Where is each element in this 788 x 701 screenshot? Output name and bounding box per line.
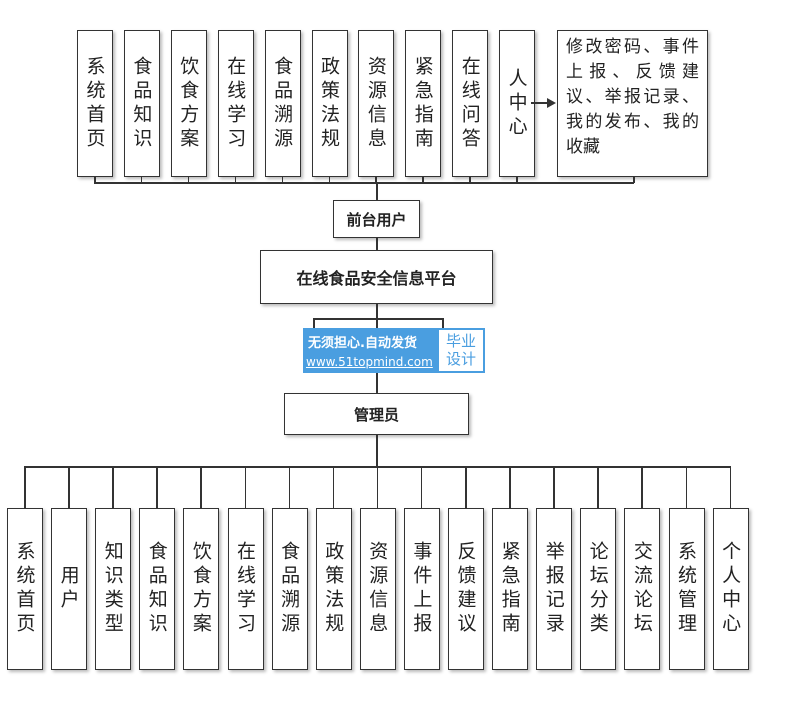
connector [200, 466, 202, 508]
front-module-box: 在线问答 [452, 30, 489, 177]
front-module-box: 资源信息 [358, 30, 395, 177]
connector [24, 466, 26, 508]
connector [469, 177, 471, 183]
connector [553, 466, 555, 508]
admin-module-box: 知识类型 [95, 508, 132, 670]
front-module-box: 饮食方案 [170, 30, 207, 177]
front-module-box: 政策法规 [311, 30, 348, 177]
personal-center-detail: 修改密码、事件上报、反馈建议、举报记录、我的发布、我的收藏 [557, 30, 708, 177]
connector [281, 177, 284, 183]
connector [685, 466, 687, 508]
front-module-box: 在线学习 [217, 30, 254, 177]
connector [633, 177, 635, 183]
connector [641, 466, 643, 508]
connector [313, 318, 443, 320]
connector [140, 177, 143, 183]
connector [729, 466, 732, 508]
connector [597, 466, 599, 508]
connector [376, 466, 379, 508]
connector [422, 177, 424, 183]
connector [465, 466, 467, 508]
admin-module-box: 事件上报 [403, 508, 440, 670]
platform-box: 在线食品安全信息平台 [260, 250, 493, 304]
connector [332, 466, 335, 508]
admin-module-box: 系统管理 [668, 508, 705, 670]
admin-module-box: 交流论坛 [624, 508, 661, 670]
admin-module-box: 政策法规 [315, 508, 352, 670]
admin-module-box: 反馈建议 [448, 508, 484, 670]
connector [244, 466, 246, 508]
connector [313, 318, 315, 330]
connector [156, 466, 158, 508]
top-connector [94, 182, 634, 184]
front-module-box: 食品知识 [123, 30, 160, 177]
connector [376, 238, 378, 250]
admin-module-box: 食品知识 [139, 508, 176, 670]
connector [509, 466, 511, 508]
arrow-line [531, 102, 549, 104]
arrow-icon [547, 98, 556, 108]
watermark-line1: 无须担心.自动发货 [308, 336, 417, 351]
connector [234, 177, 237, 183]
connector [112, 466, 114, 508]
connector [328, 177, 330, 183]
connector [376, 182, 378, 200]
connector [187, 177, 190, 183]
connector [375, 177, 377, 183]
connector [68, 466, 70, 508]
admin-module-box: 在线学习 [227, 508, 264, 670]
admin-module-box: 论坛分类 [580, 508, 617, 670]
admin-module-box: 用户 [51, 508, 88, 670]
watermark-badge: 毕业设计 [439, 330, 483, 371]
connector [94, 177, 96, 183]
admin-module-box: 系统首页 [7, 508, 43, 670]
watermark: 无须担心.自动发货 www.51topmind.com 毕业设计 [303, 328, 485, 373]
front-module-box: 人中心 [499, 30, 536, 177]
admin-module-box: 举报记录 [536, 508, 573, 670]
front-user-box: 前台用户 [333, 200, 420, 238]
connector [288, 466, 291, 508]
admin-module-box: 饮食方案 [183, 508, 220, 670]
front-module-box: 食品溯源 [264, 30, 301, 177]
admin-module-box: 紧急指南 [492, 508, 529, 670]
connector [376, 435, 378, 467]
connector [516, 177, 518, 183]
bottom-connector [25, 466, 731, 468]
admin-module-box: 个人中心 [712, 508, 749, 670]
watermark-url: www.51topmind.com [306, 355, 433, 369]
admin-module-box: 食品溯源 [271, 508, 308, 670]
front-module-box: 系统首页 [77, 30, 113, 177]
front-module-box: 紧急指南 [405, 30, 442, 177]
connector [442, 318, 444, 330]
admin-module-box: 资源信息 [359, 508, 396, 670]
connector [420, 466, 423, 508]
admin-box: 管理员 [284, 393, 469, 435]
